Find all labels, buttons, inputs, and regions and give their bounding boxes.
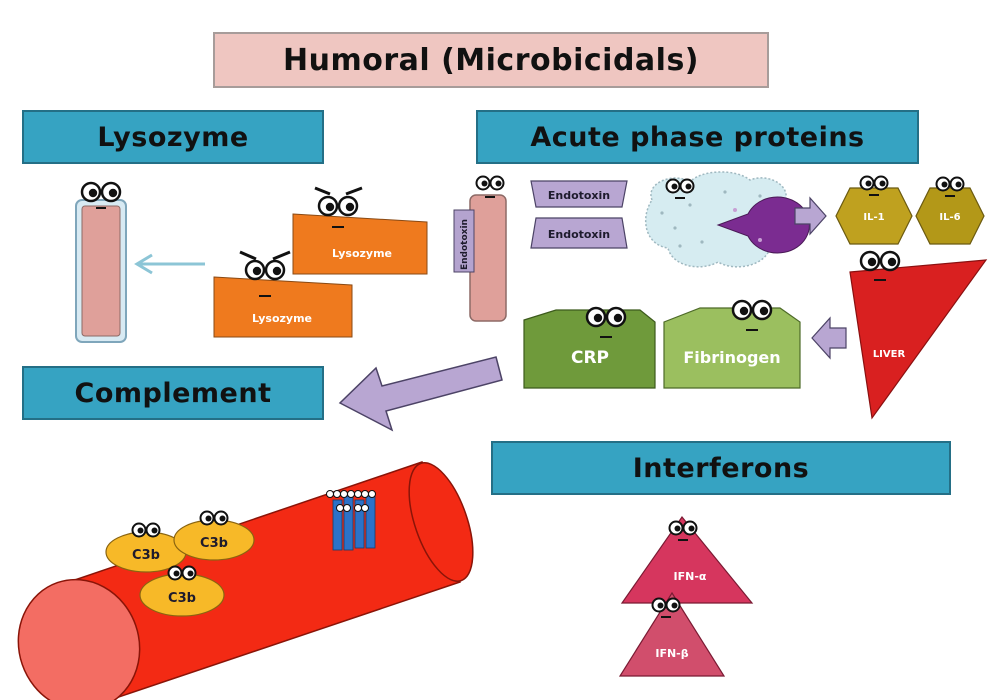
complement-cluster <box>326 490 376 551</box>
liver-label: LIVER <box>873 349 906 360</box>
crp-molecule: CRP <box>523 306 656 389</box>
il6-molecule: IL-6 <box>915 176 985 245</box>
lysozyme-header: Lysozyme <box>22 110 324 164</box>
lysozyme-molecule-top: Lysozyme <box>292 186 428 275</box>
c3b-molecule-1: C3b <box>105 522 187 573</box>
crp-label: CRP <box>571 348 609 368</box>
test-tube <box>75 181 127 343</box>
endotoxin-tube-label: Endotoxin <box>460 219 470 270</box>
liver: LIVER <box>849 250 988 420</box>
il1-molecule: IL-1 <box>835 175 913 245</box>
il1-label: IL-1 <box>863 212 884 223</box>
arrow-left-small-icon <box>811 316 847 360</box>
fibrinogen-molecule: Fibrinogen <box>663 299 801 389</box>
lysozyme-label-top: Lysozyme <box>332 247 392 260</box>
arrow-right-icon <box>794 196 827 236</box>
ifn-alpha-molecule: IFN-α <box>620 516 754 604</box>
ifn-alpha-label: IFN-α <box>674 570 707 583</box>
ifn-beta-label: IFN-β <box>655 647 688 660</box>
il6-label: IL-6 <box>939 212 960 223</box>
svg-text:Endotoxin: Endotoxin <box>548 228 610 241</box>
c3b-molecule-2: C3b <box>173 510 255 561</box>
arrow-to-complement-icon <box>338 356 503 432</box>
svg-text:C3b: C3b <box>168 591 196 606</box>
svg-text:Endotoxin: Endotoxin <box>548 189 610 202</box>
blood-vessel <box>17 461 474 700</box>
lysozyme-label-bottom: Lysozyme <box>252 312 312 325</box>
endotoxin-tag-2: Endotoxin <box>530 217 628 249</box>
svg-text:C3b: C3b <box>200 536 228 551</box>
lysozyme-molecule-bottom: Lysozyme <box>213 250 353 338</box>
c3b-molecule-3: C3b <box>139 565 225 617</box>
interferons-header: Interferons <box>491 441 951 495</box>
endotoxin-tube: Endotoxin <box>453 175 507 322</box>
acute-phase-proteins-header: Acute phase proteins <box>476 110 919 164</box>
svg-text:C3b: C3b <box>132 548 160 563</box>
page-title: Humoral (Microbicidals) <box>213 32 769 88</box>
arrow-left-icon <box>134 253 205 275</box>
ifn-beta-molecule: IFN-β <box>618 591 726 677</box>
macrophage-cell <box>644 171 810 268</box>
complement-header: Complement <box>22 366 324 420</box>
endotoxin-tag-1: Endotoxin <box>530 180 628 208</box>
fibrinogen-label: Fibrinogen <box>683 348 780 367</box>
